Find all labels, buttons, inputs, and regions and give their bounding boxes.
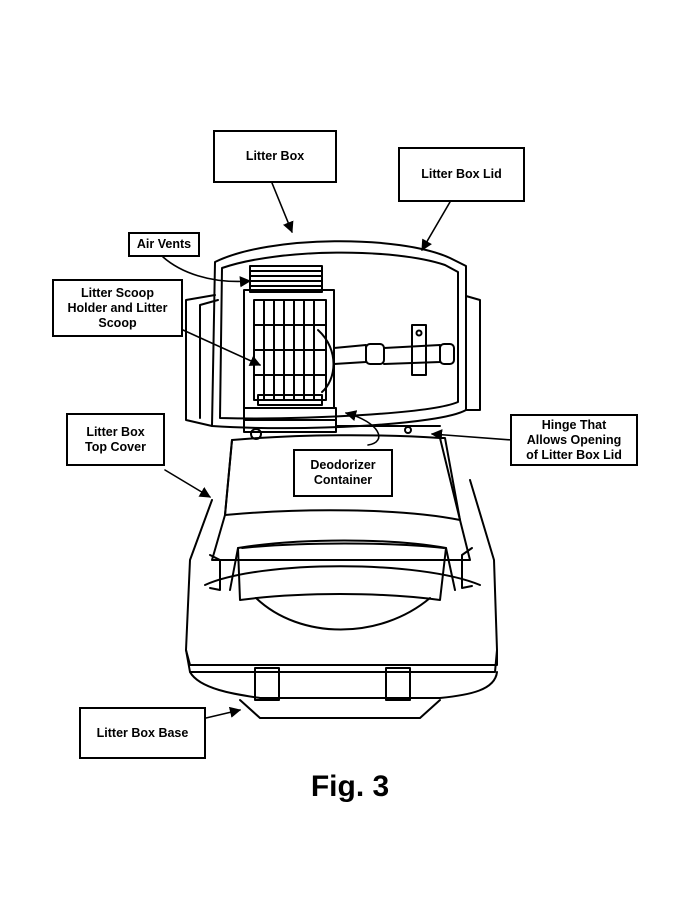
label-base-text: Litter Box Base xyxy=(97,726,189,741)
scoop-handle-shape xyxy=(334,325,454,375)
label-air-vents-text: Air Vents xyxy=(137,237,191,252)
label-litter-box-text: Litter Box xyxy=(246,149,304,164)
label-hinge: Hinge That Allows Opening of Litter Box … xyxy=(510,414,638,466)
label-litter-box: Litter Box xyxy=(213,130,337,183)
label-base: Litter Box Base xyxy=(79,707,206,759)
leader-litter-box-lid xyxy=(422,202,450,250)
label-deodorizer: Deodorizer Container xyxy=(293,449,393,497)
label-hinge-text: Hinge That Allows Opening of Litter Box … xyxy=(526,418,622,463)
leader-base xyxy=(206,710,240,718)
leader-air-vents xyxy=(163,257,250,281)
label-litter-box-lid-text: Litter Box Lid xyxy=(421,167,502,182)
figure-caption: Fig. 3 xyxy=(0,770,700,804)
label-scoop-holder-text: Litter Scoop Holder and Litter Scoop xyxy=(67,286,167,331)
label-scoop-holder: Litter Scoop Holder and Litter Scoop xyxy=(52,279,183,337)
litter-box-base-shape xyxy=(186,480,497,718)
label-deodorizer-text: Deodorizer Container xyxy=(310,458,375,488)
label-top-cover-text: Litter Box Top Cover xyxy=(85,425,146,455)
leader-deodorizer xyxy=(346,413,379,445)
label-air-vents: Air Vents xyxy=(128,232,200,257)
label-top-cover: Litter Box Top Cover xyxy=(66,413,165,466)
air-vents-shape xyxy=(250,266,322,292)
label-litter-box-lid: Litter Box Lid xyxy=(398,147,525,202)
scoop-holder-shape xyxy=(244,290,334,408)
leader-litter-box xyxy=(272,183,292,232)
leader-top-cover xyxy=(165,470,210,497)
